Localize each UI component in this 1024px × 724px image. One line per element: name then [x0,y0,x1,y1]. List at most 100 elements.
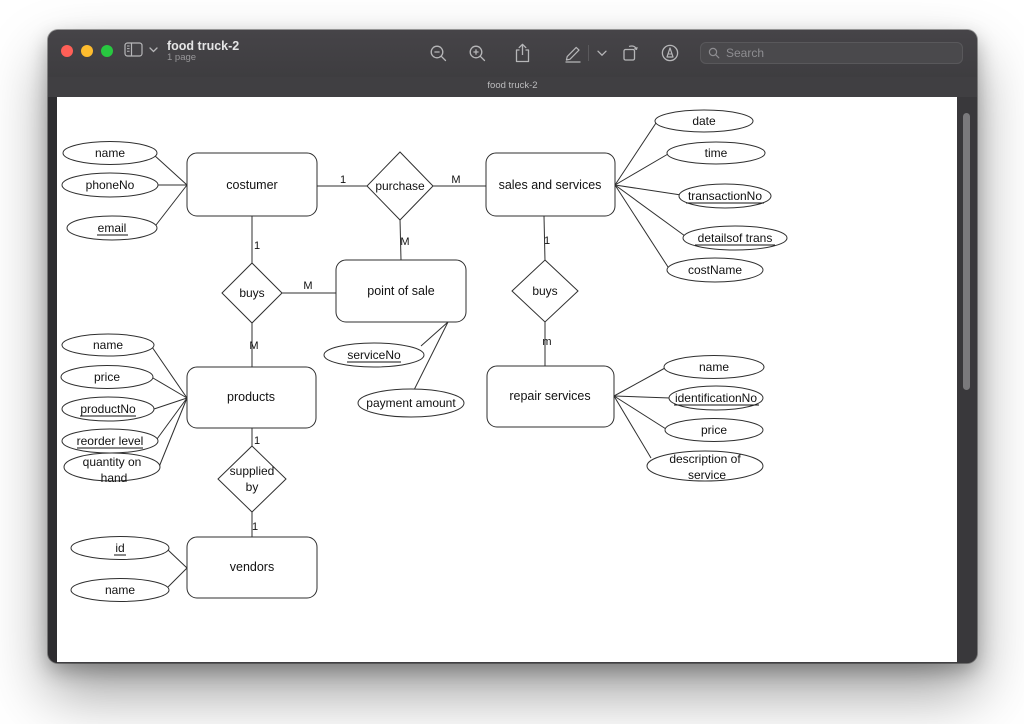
search-input[interactable] [724,45,928,61]
attr-sales-costName [666,257,764,283]
cardinality-products-supplied: 1 [254,435,260,447]
attr-pos-payment-amount-label: payment amount [366,396,456,410]
annotate-button[interactable] [655,39,685,67]
scrollbar-thumb[interactable] [963,113,970,390]
zoom-in-button[interactable] [462,39,492,67]
page-count: 1 page [167,52,197,64]
attr-repair-description-label-line1: description of [669,452,741,466]
entity-sales-and-services [485,152,616,217]
attr-sales-detailsof-trans-label: detailsof trans [698,231,773,245]
markup-dropdown-button[interactable] [592,39,612,67]
document-page: costumer sales and services point of sal… [57,97,957,662]
attr-products-productNo [61,396,155,422]
attr-sales-date [654,109,754,133]
attr-repair-identificationNo-label: identificationNo [675,391,757,405]
cardinality-supplied-vendors: 1 [252,521,258,533]
minimize-button[interactable] [81,45,93,57]
zoom-window-button[interactable] [101,45,113,57]
entity-repair-services-label: repair services [509,389,590,403]
attr-costumer-phoneNo [61,172,159,198]
attr-costumer-email-label: email [98,221,127,235]
titlebar: food truck-2 1 page [48,30,977,77]
attr-products-price [60,365,154,389]
relationship-supplied-by [217,445,287,513]
attr-pos-payment-amount [357,388,465,418]
relationship-buys-right-label: buys [532,284,557,298]
cardinality-buys-products: M [249,340,258,352]
cardinality-buys-pos: M [303,280,312,292]
attr-products-quantity-label-line2: hand [101,471,128,485]
markup-pencil-icon [565,46,581,63]
traffic-lights [61,45,113,57]
entity-products [186,366,317,429]
relationship-buys-left-label: buys [239,286,264,300]
attr-costumer-phoneNo-label: phoneNo [86,178,135,192]
entity-vendors [186,536,318,599]
attr-products-reorder-level-label: reorder level [77,434,144,448]
attr-products-name [61,333,155,357]
entity-costumer-label: costumer [226,178,277,192]
entity-repair-services [486,365,615,428]
cardinality-purchase-pos: M [400,236,409,248]
window-title: food truck-2 [167,39,240,53]
share-button[interactable] [507,39,537,67]
left-gutter [48,97,57,663]
attr-repair-description-label-line2: service [688,468,726,482]
attr-sales-transactionNo [678,183,772,209]
attr-products-name-label: name [93,338,123,352]
close-button[interactable] [61,45,73,57]
sidebar-icon [124,42,143,57]
search-field[interactable] [700,42,963,64]
scrollbar-track[interactable] [957,97,977,663]
attr-products-quantity-on-hand [63,452,161,482]
attr-sales-time-label: time [705,146,728,160]
sidebar-toggle-button[interactable] [124,42,158,57]
zoom-out-icon [430,45,446,61]
document-name-bar: food truck-2 [48,77,977,97]
entity-point-of-sale-label: point of sale [367,284,434,298]
attr-pos-serviceNo-label: serviceNo [347,348,401,362]
attr-costumer-name-label: name [95,146,125,160]
relationship-purchase-label: purchase [375,179,425,193]
entity-costumer [186,152,318,217]
rotate-button[interactable] [616,39,646,67]
attr-costumer-email [66,215,158,241]
toolbar-divider [588,45,589,61]
relationship-buys-right [511,259,579,323]
document-name: food truck-2 [487,80,538,91]
cardinality-costumer-purchase: 1 [340,174,346,186]
chevron-down-icon [149,46,158,52]
share-icon [515,43,529,63]
relationship-buys-left [221,262,283,324]
relationship-purchase [366,151,434,221]
preview-window: food truck-2 1 page [48,30,977,663]
cardinality-purchase-sales: M [451,174,460,186]
attr-repair-description-of-service [646,450,764,482]
zoom-in-icon [469,45,485,61]
search-icon [708,47,720,59]
relationship-supplied-by-label-line1: supplied [230,464,275,478]
cardinality-buys-repair: m [542,336,551,348]
zoom-out-button[interactable] [423,39,453,67]
chevron-down-icon [597,50,607,56]
attr-repair-price [664,418,764,442]
er-diagram-canvas: costumer sales and services point of sal… [60,109,788,602]
attr-vendors-name-label: name [105,583,135,597]
attr-repair-name [663,355,765,379]
attr-sales-time [666,141,766,165]
attr-products-quantity-label-line1: quantity on [83,455,142,469]
attr-repair-name-label: name [699,360,729,374]
attr-costumer-name [62,141,158,165]
connector-lines [151,122,686,588]
attr-pos-serviceNo [323,342,425,368]
entity-vendors-label: vendors [230,560,274,574]
attr-sales-date-label: date [692,114,716,128]
attr-vendors-id-label: id [115,541,124,555]
attr-repair-identificationNo [668,385,764,411]
markup-button[interactable] [558,39,588,67]
attr-repair-price-label: price [701,423,727,437]
attr-products-price-label: price [94,370,120,384]
entity-point-of-sale [335,259,467,323]
cardinality-sales-buys: 1 [544,235,550,247]
attr-sales-transactionNo-label: transactionNo [688,189,762,203]
